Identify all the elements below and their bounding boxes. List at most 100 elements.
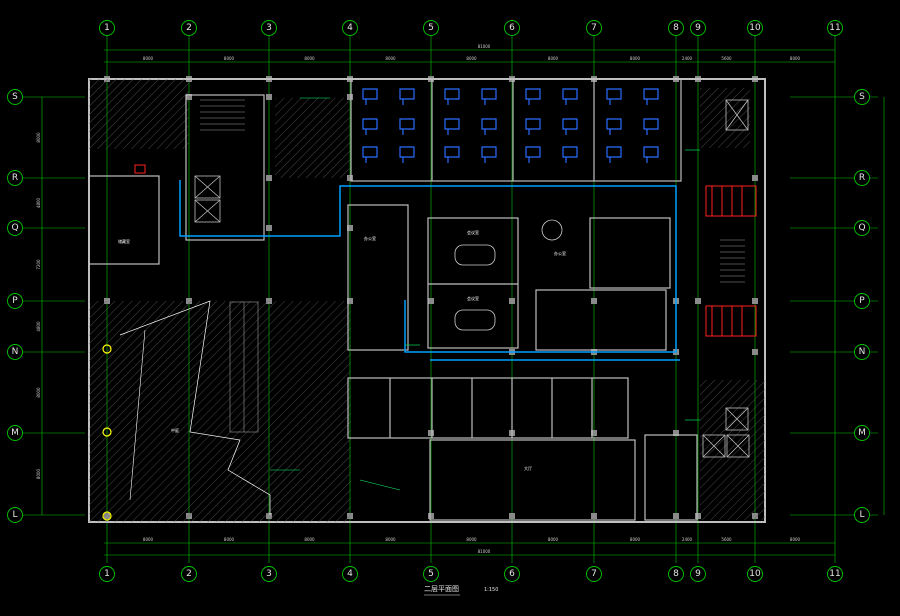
grid-bubble-M-left: M (7, 425, 23, 441)
grid-bubble-label: N (12, 347, 19, 357)
structural-column (673, 430, 679, 436)
desk-unit (643, 118, 659, 135)
grid-bubble-L-left: L (7, 507, 23, 523)
grid-bubble-3-top: 3 (261, 20, 277, 36)
grid-bubble-L-right: L (854, 507, 870, 523)
drawing-scale: 1:150 (484, 587, 498, 593)
dimension-top-9: 5600 (721, 56, 732, 61)
grid-bubble-9-bottom: 9 (690, 566, 706, 582)
grid-bubble-label: Q (11, 223, 18, 233)
atrium-edge (129, 329, 146, 501)
grid-bubble-N-left: N (7, 344, 23, 360)
grid-bubble-label: P (859, 296, 865, 306)
room-label-office-a: 办公室 (364, 235, 376, 241)
dimension-left-6: 8000 (36, 468, 41, 479)
grid-bubble-8-bottom: 8 (668, 566, 684, 582)
grid-bubble-label: 7 (591, 569, 597, 579)
dimension-bottom-9: 5600 (721, 537, 732, 542)
structural-column (695, 298, 701, 304)
dimension-top-4: 8000 (385, 56, 396, 61)
room-label-meeting-1: 会议室 (467, 229, 479, 235)
office-desks (362, 88, 659, 163)
grid-bubble-label: M (11, 428, 19, 438)
grid-bubble-label: P (12, 296, 18, 306)
structural-column (266, 225, 272, 231)
dimension-bottom-2: 8000 (224, 537, 235, 542)
grid-bubble-label: 11 (829, 23, 840, 33)
desk-unit (444, 146, 460, 163)
grid-bubble-1-bottom: 1 (99, 566, 115, 582)
hvac-duct (179, 180, 680, 361)
grid-bubble-label: S (12, 92, 18, 102)
room-label-storage: 储藏室 (118, 238, 130, 244)
grid-bubble-label: 4 (347, 23, 353, 33)
structural-column (266, 94, 272, 100)
atrium-outline (119, 300, 271, 515)
grid-bubble-10-top: 10 (747, 20, 763, 36)
grid-bubble-9-top: 9 (690, 20, 706, 36)
structural-column (428, 513, 434, 519)
stair (200, 99, 745, 283)
fire-equipment (134, 164, 757, 337)
dimension-bottom-8: 2400 (682, 537, 693, 542)
grid-bubble-label: 3 (266, 569, 272, 579)
dimension-bottom-5: 8000 (466, 537, 477, 542)
grid-bubble-label: M (858, 428, 866, 438)
grid-bubble-6-bottom: 6 (504, 566, 520, 582)
desk-unit (606, 88, 622, 105)
grid-bubble-label: N (859, 347, 866, 357)
grid-bubble-label: 3 (266, 23, 272, 33)
grid-bubble-4-bottom: 4 (342, 566, 358, 582)
grid-bubble-label: 8 (673, 569, 679, 579)
grid-bubble-M-right: M (854, 425, 870, 441)
grid-bubble-label: 1 (104, 23, 110, 33)
grid-bubble-label: L (859, 510, 864, 520)
desk-unit (444, 88, 460, 105)
grid-bubble-label: R (859, 173, 865, 183)
structural-column (591, 430, 597, 436)
grid-bubble-3-bottom: 3 (261, 566, 277, 582)
grid-bubble-label: 1 (104, 569, 110, 579)
dimension-bottom-3: 8000 (304, 537, 315, 542)
desk-unit (643, 88, 659, 105)
structural-column (509, 298, 515, 304)
grid-bubble-label: S (859, 92, 865, 102)
dimension-bottom-1: 8000 (143, 537, 154, 542)
grid-bubble-8-top: 8 (668, 20, 684, 36)
hatched-zones (89, 79, 765, 522)
dimension-segment-labels: 8000 8000 8000 8000 8000 8000 8000 2400 5600 8000… (36, 56, 801, 542)
grid-bubble-label: R (12, 173, 18, 183)
grid-bubble-label: 11 (829, 569, 840, 579)
grid-bubble-4-top: 4 (342, 20, 358, 36)
dimension-top-1: 8000 (143, 56, 154, 61)
structural-column (752, 349, 758, 355)
dimension-left-5: 8000 (36, 387, 41, 398)
desk-unit (481, 118, 497, 135)
dimension-lines (41, 49, 885, 556)
grid-bubble-11-top: 11 (827, 20, 843, 36)
dimension-top-3: 8000 (304, 56, 315, 61)
grid-bubble-label: 5 (428, 569, 434, 579)
desk-unit (362, 88, 378, 105)
desk-unit (525, 118, 541, 135)
structural-column (347, 225, 353, 231)
structural-column (591, 513, 597, 519)
grid-bubble-P-right: P (854, 293, 870, 309)
structural-column (591, 298, 597, 304)
overall-dimension-top: 81000 (478, 44, 491, 49)
grid-bubble-S-right: S (854, 89, 870, 105)
grid-bubble-label: 6 (509, 23, 515, 33)
desk-unit (562, 118, 578, 135)
grid-bubble-Q-left: Q (7, 220, 23, 236)
overall-dimension-bottom: 81000 (478, 549, 491, 554)
desk-unit (643, 146, 659, 163)
grid-bubble-label: 7 (591, 23, 597, 33)
escalator (229, 301, 259, 433)
room-label-meeting-2: 会议室 (467, 295, 479, 301)
elevator (194, 99, 750, 458)
dimension-top-5: 8000 (466, 56, 477, 61)
desk-unit (562, 146, 578, 163)
interior-partitions (88, 78, 698, 521)
dimension-left-3: 7200 (36, 259, 41, 270)
grid-bubble-label: 9 (695, 23, 701, 33)
